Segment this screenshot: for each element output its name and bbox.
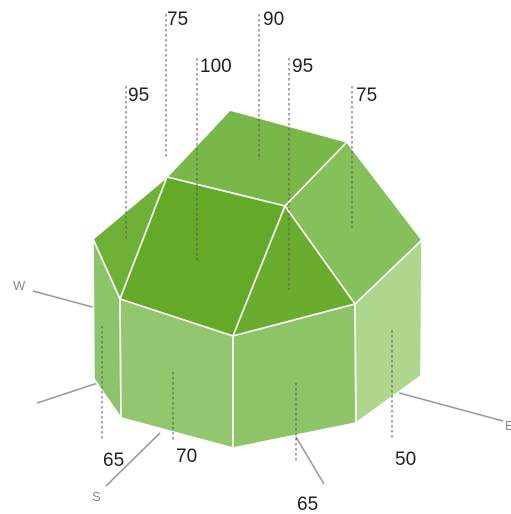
east-axis-line xyxy=(391,390,504,422)
compass-label-east: E xyxy=(505,418,511,433)
value-label-top-left: 75 xyxy=(167,9,188,30)
value-label-bottom-front-right: 65 xyxy=(297,494,318,514)
value-label-bottom-front-left: 70 xyxy=(176,446,197,467)
value-label-bottom-left: 65 xyxy=(103,450,124,471)
value-label-top-right-inner: 95 xyxy=(292,56,313,77)
west-axis-line xyxy=(32,290,97,309)
southwest-axis-line xyxy=(36,380,105,404)
value-label-left-upper: 95 xyxy=(128,85,149,106)
value-label-center: 100 xyxy=(200,56,232,77)
south-axis-line xyxy=(105,432,161,487)
compass-label-west: W xyxy=(13,278,26,293)
value-label-bottom-right: 50 xyxy=(395,449,416,470)
southeast-axis-line xyxy=(295,436,325,485)
compass-label-south: S xyxy=(92,489,101,504)
value-label-top-center: 90 xyxy=(263,9,284,30)
value-label-right-upper: 75 xyxy=(356,85,377,106)
lower-right-face xyxy=(354,239,423,424)
